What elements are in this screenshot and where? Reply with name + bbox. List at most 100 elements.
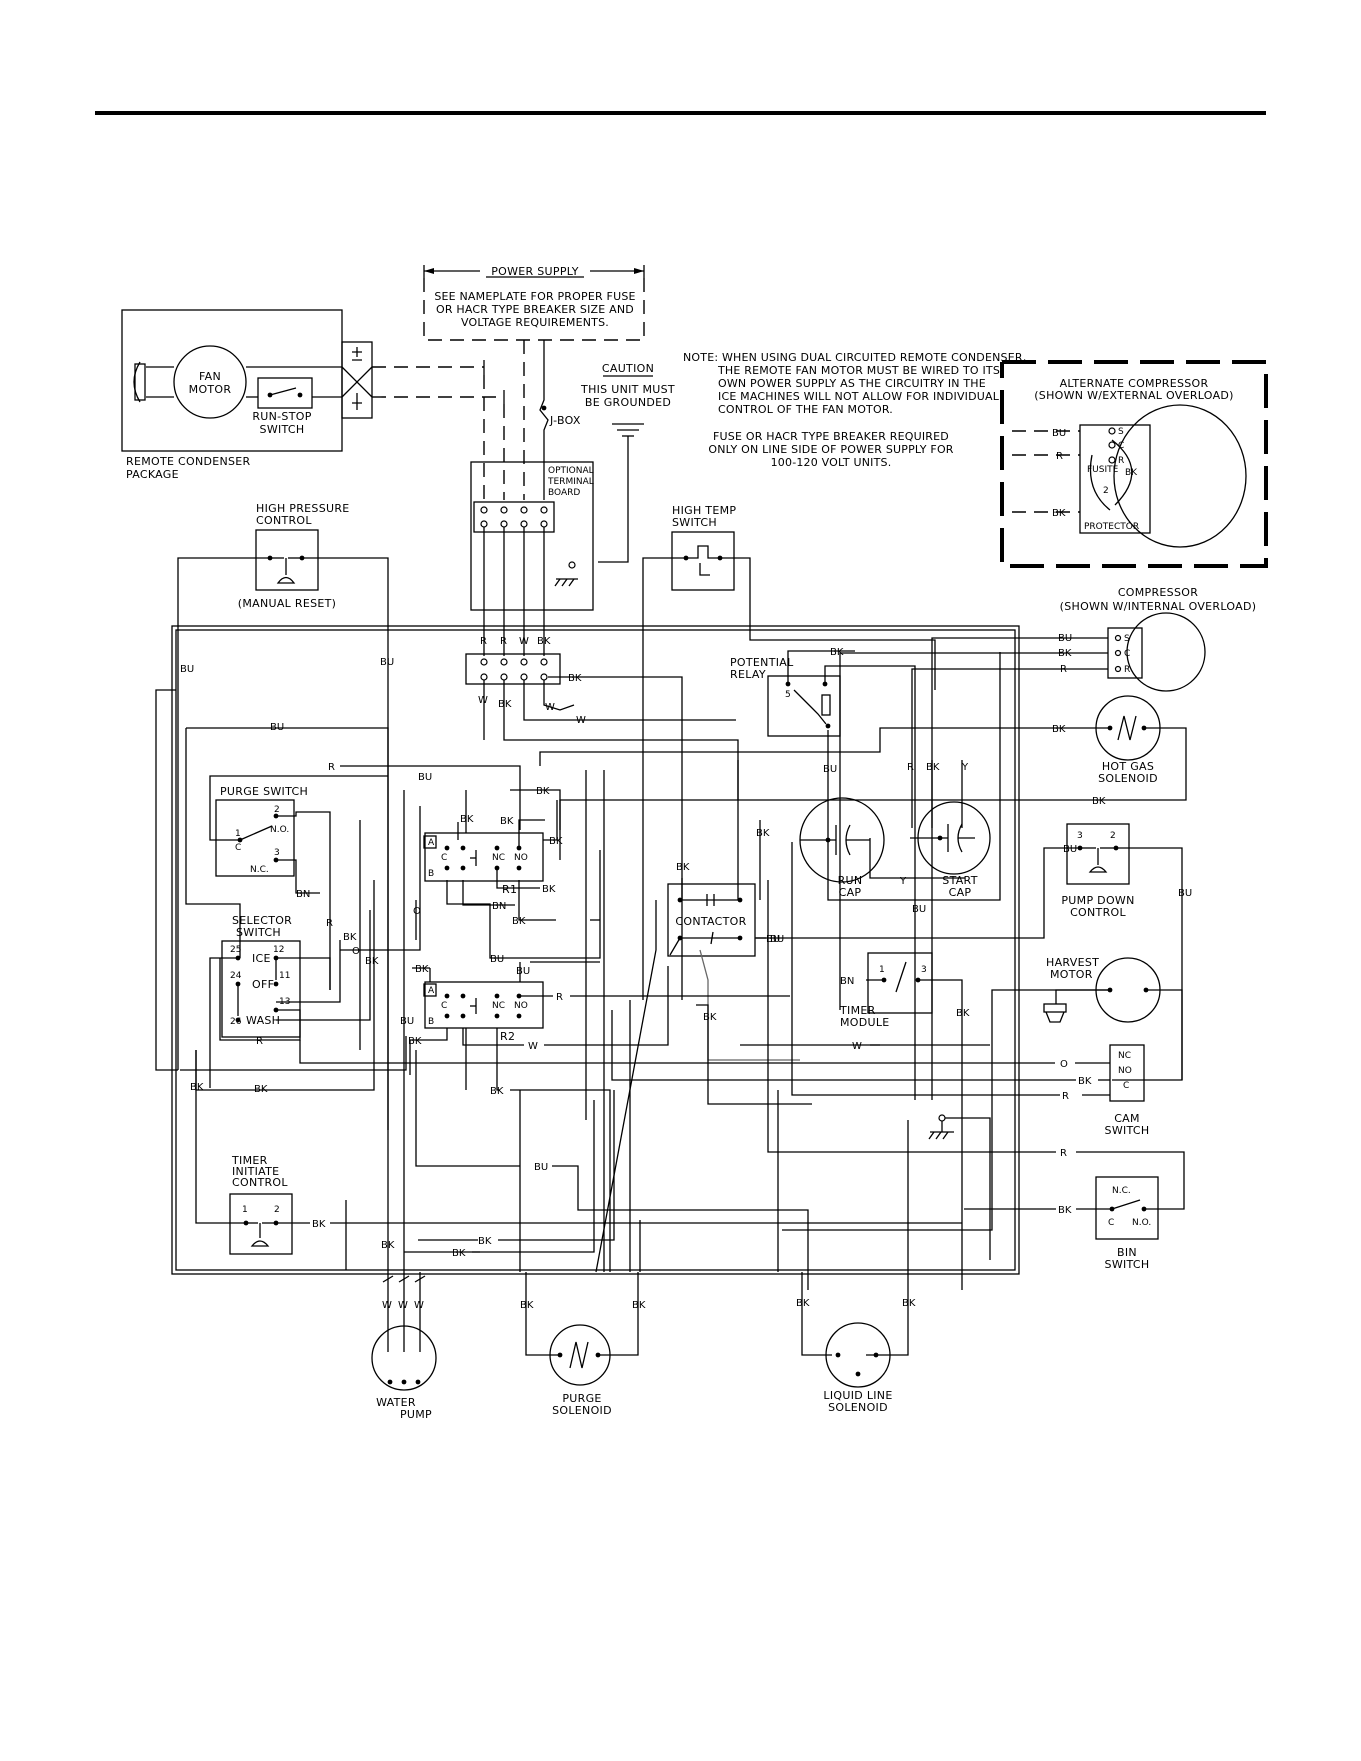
harvest-line-1: HARVEST (1046, 956, 1099, 969)
purge-solenoid: PURGE SOLENOID (549, 1324, 612, 1417)
selector-25: 25 (230, 945, 241, 955)
svg-text:BU: BU (380, 657, 394, 668)
selector-line-2: SWITCH (236, 926, 281, 939)
start-cap: START CAP R BK Y Y BU (827, 652, 1001, 915)
remote-condenser: FAN MOTOR RUN-STOP SWITCH REMOTE CONDENS… (121, 309, 504, 481)
purge-switch-no: N.O. (270, 825, 289, 835)
purge-switch-label: PURGE SWITCH (220, 785, 308, 798)
svg-text:BU: BU (400, 1016, 414, 1027)
power-supply: POWER SUPPLY SEE NAMEPLATE FOR PROPER FU… (423, 265, 645, 341)
fan-motor-line-2: MOTOR (189, 383, 232, 396)
relay-r1: A C B NC NO R1 (423, 832, 544, 896)
alt-wire-r: R (1056, 451, 1063, 462)
potential-relay: POTENTIAL RELAY 5 BK BU (730, 647, 916, 1100)
purge-solenoid-line-1: PURGE (562, 1392, 601, 1405)
svg-text:BU: BU (418, 772, 432, 783)
bin-nc: N.C. (1112, 1186, 1131, 1196)
svg-text:BU: BU (912, 904, 926, 915)
caution-line-2: BE GROUNDED (585, 396, 671, 409)
svg-text:BU: BU (1058, 633, 1072, 644)
cam-no: NO (1118, 1066, 1132, 1076)
remote-condenser-line-1: REMOTE CONDENSER (126, 455, 251, 468)
terminal-board-line-2: TERMINAL (547, 477, 594, 487)
selector-12: 12 (273, 945, 284, 955)
svg-text:BK: BK (408, 1036, 422, 1047)
svg-text:BK: BK (902, 1298, 916, 1309)
alt-wire-bk: BK (1052, 508, 1066, 519)
j-box: J-BOX OPTIONAL TERMINAL BOARD (470, 340, 594, 656)
high-pressure-reset: (MANUAL RESET) (238, 597, 336, 610)
run-stop-line-2: SWITCH (260, 423, 305, 436)
pump-down-p3: 3 (1077, 831, 1083, 841)
svg-text:W: W (414, 1300, 424, 1311)
cam-line-2: SWITCH (1105, 1124, 1150, 1137)
harvest-line-2: MOTOR (1050, 968, 1093, 981)
remote-condenser-line-2: PACKAGE (126, 468, 179, 481)
svg-text:R: R (500, 636, 507, 647)
caution-line-1: THIS UNIT MUST (580, 383, 675, 396)
bin-line-2: SWITCH (1105, 1258, 1150, 1271)
harvest-motor: HARVEST MOTOR (782, 956, 1183, 1231)
selector-line-1: SELECTOR (232, 914, 292, 927)
svg-text:BK: BK (830, 647, 844, 658)
svg-text:BK: BK (756, 828, 770, 839)
contactor-label: CONTACTOR (675, 915, 746, 928)
purge-solenoid-line-2: SOLENOID (552, 1404, 612, 1417)
pump-down-line-2: CONTROL (1070, 906, 1126, 919)
svg-text:BK: BK (460, 814, 474, 825)
start-cap-line-2: CAP (949, 886, 972, 899)
svg-text:BK: BK (415, 964, 429, 975)
timer-initiate-line-2: INITIATE (232, 1165, 279, 1178)
caution: CAUTION THIS UNIT MUST BE GROUNDED (580, 362, 675, 563)
alt-pin-r: R (1118, 456, 1124, 466)
liquid-line-solenoid: LIQUID LINE SOLENOID (823, 1322, 892, 1414)
cam-nc: NC (1118, 1051, 1131, 1061)
selector-off: OFF (252, 978, 274, 991)
svg-text:Y: Y (899, 876, 907, 887)
note-line-5: CONTROL OF THE FAN MOTOR. (718, 403, 893, 416)
purge-switch: PURGE SWITCH 2 N.O. 1 C 3 N.C. BU BN (209, 772, 432, 990)
svg-text:BK: BK (1058, 1205, 1072, 1216)
svg-text:BK: BK (254, 1084, 268, 1095)
high-temp-switch: HIGH TEMP SWITCH (642, 504, 936, 1000)
r2-c: C (441, 1001, 447, 1011)
svg-text:BK: BK (190, 1082, 204, 1093)
timer-initiate-control: TIMER INITIATE CONTROL 1 2 BK (195, 1050, 962, 1255)
alt-fusite: FUSITE (1087, 465, 1119, 475)
timer-initiate-line-1: TIMER (231, 1154, 268, 1167)
svg-text:BK: BK (632, 1300, 646, 1311)
svg-text:BU: BU (766, 934, 780, 945)
compressor-subtitle: (SHOWN W/INTERNAL OVERLOAD) (1060, 600, 1257, 613)
svg-text:BU: BU (770, 934, 784, 945)
compressor-title: COMPRESSOR (1118, 586, 1198, 599)
selector-26: 26 (230, 1017, 242, 1027)
timer-initiate-p2: 2 (274, 1205, 280, 1215)
purge-switch-p3: 3 (274, 848, 280, 858)
r2-nc: NC (492, 1001, 505, 1011)
run-cap-line-2: CAP (839, 886, 862, 899)
svg-text:BK: BK (381, 1240, 395, 1251)
note-line-7: ONLY ON LINE SIDE OF POWER SUPPLY FOR (708, 443, 953, 456)
svg-text:R: R (328, 762, 335, 773)
svg-text:BU: BU (1063, 844, 1077, 855)
high-temp-line-1: HIGH TEMP (672, 504, 736, 517)
liquid-line-line-1: LIQUID LINE (823, 1389, 892, 1402)
pump-down-p2: 2 (1110, 831, 1116, 841)
svg-text:BK: BK (956, 1008, 970, 1019)
water-pump-line-1: WATER (376, 1396, 416, 1409)
svg-text:BU: BU (1178, 888, 1192, 899)
svg-text:O: O (1060, 1059, 1068, 1070)
cabinet-inner (175, 629, 1016, 1271)
svg-text:BU: BU (180, 664, 194, 675)
svg-text:BK: BK (1052, 724, 1066, 735)
svg-text:Y: Y (961, 762, 969, 773)
alt-compressor-title: ALTERNATE COMPRESSOR (1060, 377, 1209, 390)
svg-text:BK: BK (490, 1086, 504, 1097)
svg-text:W: W (545, 702, 555, 713)
cabinet-outer (171, 625, 1020, 1275)
pump-down-line-1: PUMP DOWN (1061, 894, 1134, 907)
run-cap: RUN CAP (799, 797, 885, 899)
svg-text:R: R (480, 636, 487, 647)
high-temp-line-2: SWITCH (672, 516, 717, 529)
svg-text:BN: BN (840, 976, 854, 987)
